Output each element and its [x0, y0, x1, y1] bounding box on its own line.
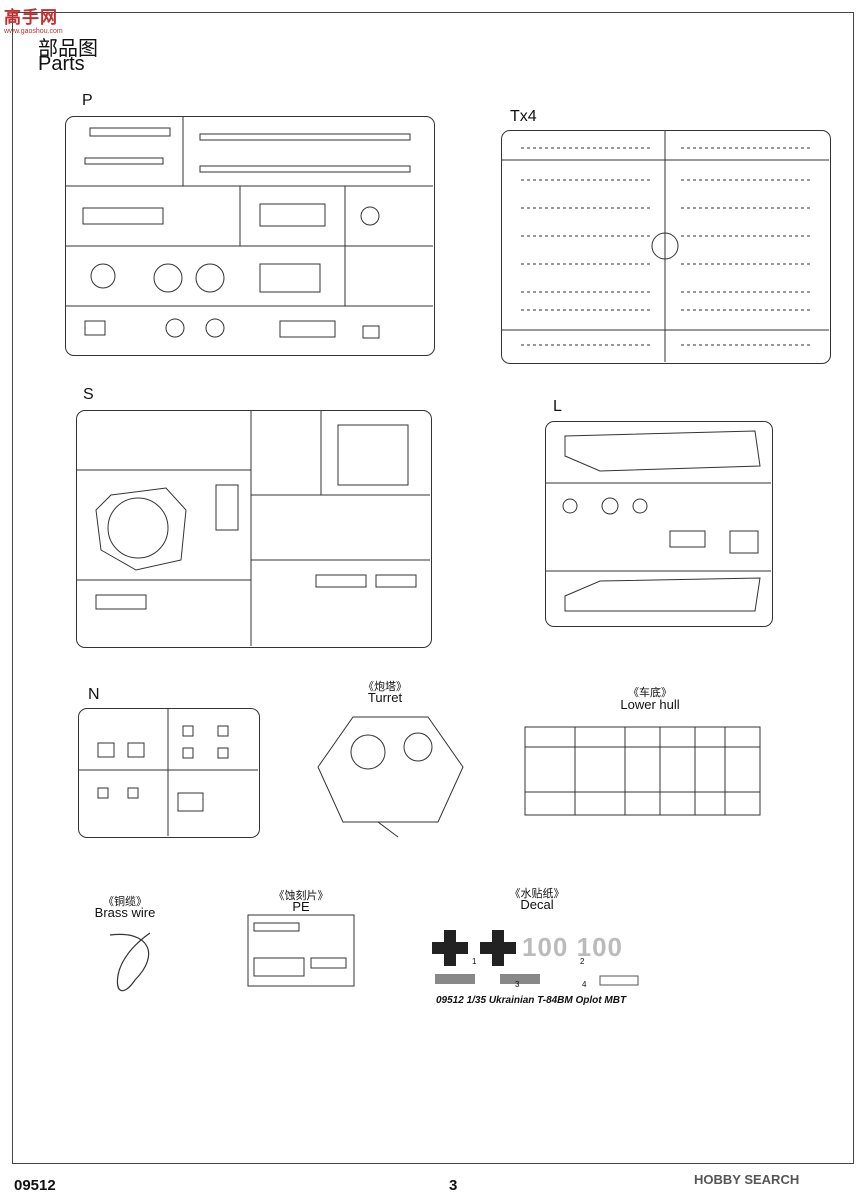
decal-number-4: 4	[582, 980, 587, 989]
sprue-n-parts	[78, 708, 258, 836]
lower-hull-caption-en: Lower hull	[620, 697, 680, 712]
turret-caption-cn: 《炮塔》	[363, 681, 407, 693]
turret-drawing	[317, 716, 464, 838]
logo-url: www.gaoshou.com	[4, 28, 63, 35]
sprue-s-label: S	[83, 386, 94, 403]
decal-sheet-drawing	[432, 930, 639, 986]
footer-page-number: 3	[449, 1177, 458, 1194]
pe-caption-en: PE	[292, 899, 310, 914]
page-title-en: Parts	[38, 53, 85, 75]
pe-caption-cn: 《蚀刻片》	[273, 890, 329, 902]
sprue-n-label: N	[88, 686, 100, 703]
sprue-t-parts	[501, 130, 829, 362]
decal-number-2: 2	[580, 957, 585, 966]
sprue-t	[501, 130, 831, 364]
lower-hull-drawing	[524, 726, 761, 816]
sprue-n	[78, 708, 260, 838]
page-title-cn: 部品图	[38, 38, 98, 60]
footer-kit-code: 09512	[14, 1177, 56, 1194]
sprue-l-label: L	[553, 398, 562, 415]
decal-caption-en: Decal	[520, 897, 554, 912]
sprue-s	[76, 410, 432, 648]
sprue-l	[545, 421, 773, 627]
sprue-p-label: P	[82, 92, 93, 109]
brass-wire-drawing	[109, 932, 151, 992]
brass-wire-caption-en: Brass wire	[94, 905, 156, 920]
site-logo: 高手网 www.gaoshou.com	[4, 3, 68, 35]
sprue-p	[65, 116, 435, 356]
decal-numbers: 100 100	[522, 932, 623, 962]
logo-text: 高手网	[4, 8, 58, 27]
decal-number-1: 1	[472, 957, 477, 966]
sprue-l-parts	[545, 430, 771, 612]
decal-kit-name: 09512 1/35 Ukrainian T-84BM Oplot MBT	[436, 995, 627, 1006]
lower-hull-caption-cn: 《车底》	[628, 687, 672, 699]
sprue-s-parts	[76, 410, 430, 646]
decal-caption-cn: 《水贴纸》	[509, 888, 565, 900]
brass-wire-caption-cn: 《铜缆》	[103, 896, 147, 908]
decal-number-3: 3	[515, 980, 520, 989]
sprue-t-label: Tx4	[510, 108, 537, 125]
watermark-logo: HOBBY SEARCH	[694, 1172, 800, 1187]
pe-fret-drawing	[247, 914, 355, 987]
page-frame	[12, 12, 854, 1164]
turret-caption-en: Turret	[367, 690, 403, 705]
sprue-p-parts	[65, 116, 433, 339]
